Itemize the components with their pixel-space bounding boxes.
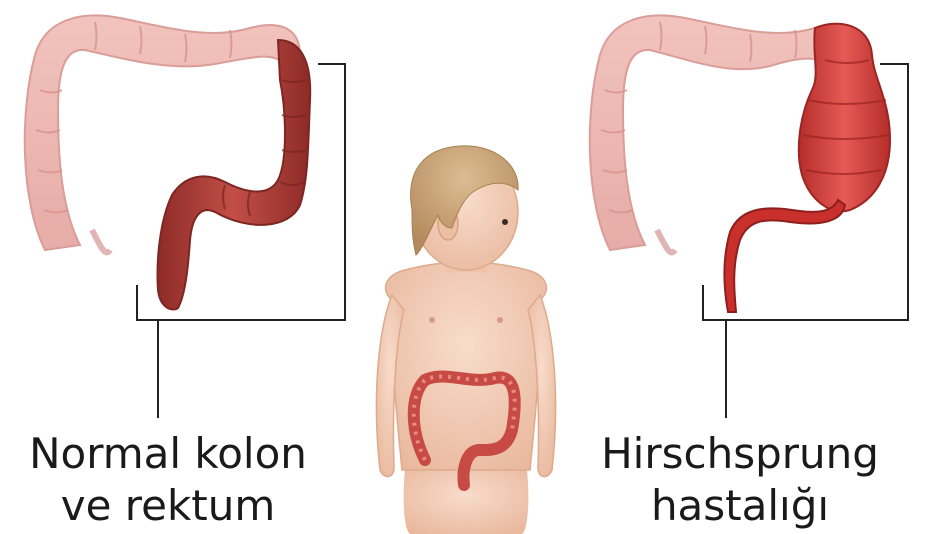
normal-caption-line2: ve rektum bbox=[18, 480, 318, 532]
normal-appendix bbox=[92, 230, 110, 252]
hirschsprung-caption-line2: hastalığı bbox=[590, 480, 890, 532]
hirschsprung-colon bbox=[590, 15, 908, 418]
hirschsprung-caption-line1: Hirschsprung bbox=[590, 428, 890, 480]
hirschsprung-appendix bbox=[657, 230, 675, 252]
normal-colon bbox=[25, 15, 345, 418]
child-figure bbox=[376, 146, 555, 534]
child-nipple-left bbox=[429, 317, 435, 323]
normal-colon-caption: Normal kolon ve rektum bbox=[18, 428, 318, 532]
child-torso bbox=[386, 262, 547, 470]
child-eye bbox=[502, 219, 508, 225]
child-nipple-right bbox=[497, 317, 503, 323]
normal-caption-line1: Normal kolon bbox=[18, 428, 318, 480]
hirschsprung-caption: Hirschsprung hastalığı bbox=[590, 428, 890, 532]
narrowed-rectum bbox=[725, 200, 846, 312]
